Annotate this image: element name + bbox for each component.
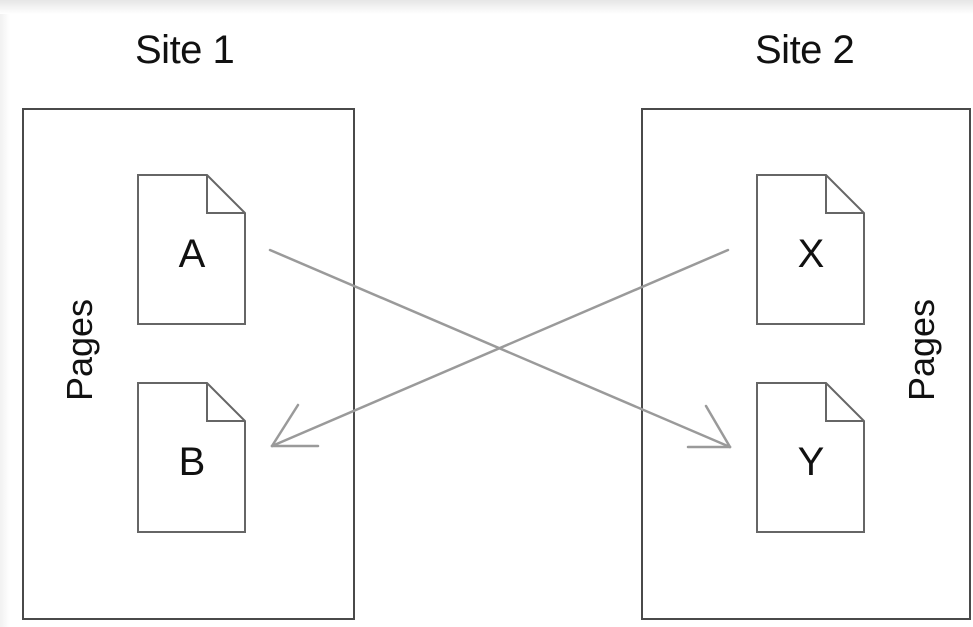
page-b-label: B <box>178 440 206 484</box>
page-a-label: A <box>178 232 206 276</box>
site2-title: Site 2 <box>755 28 855 72</box>
page-y-document-icon <box>756 382 865 533</box>
page-b[interactable]: B <box>137 382 247 534</box>
page-x-document-icon <box>756 174 865 325</box>
arrow-x-to-b <box>270 248 730 448</box>
top-strip <box>0 0 973 14</box>
page-b-document-icon <box>137 382 246 533</box>
page-y-label: Y <box>797 440 825 484</box>
site1-title: Site 1 <box>135 28 235 72</box>
page-y[interactable]: Y <box>756 382 866 534</box>
left-shadow <box>0 14 10 627</box>
page-a-document-icon <box>137 174 246 325</box>
page-x-label: X <box>797 232 825 276</box>
page-a[interactable]: A <box>137 174 247 326</box>
page-x[interactable]: X <box>756 174 866 326</box>
